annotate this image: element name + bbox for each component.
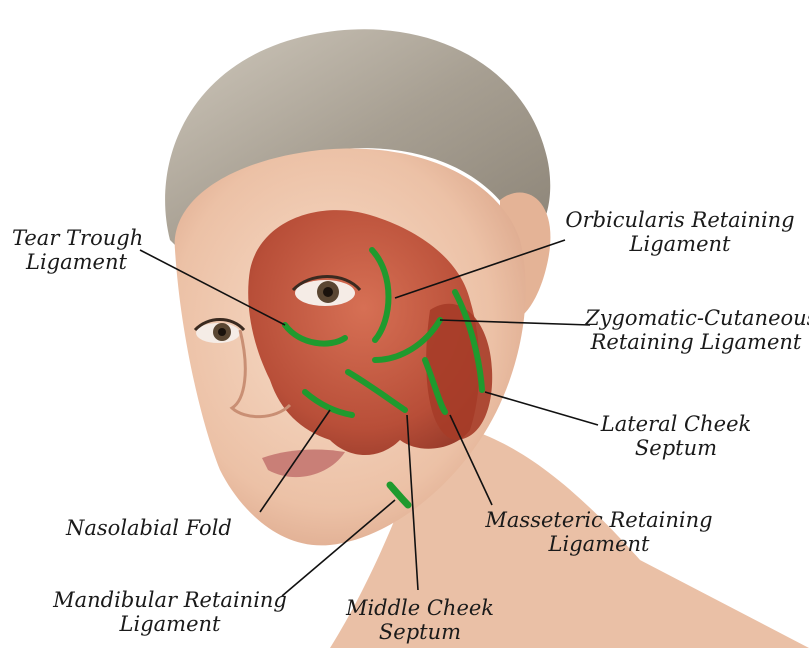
label-line: Ligament — [484, 532, 714, 556]
label-line: Ligament — [50, 612, 290, 636]
label-line: Orbicularis Retaining — [560, 208, 800, 232]
label-zygomatic-cutaneous-ligament: Zygomatic-Cutaneous Retaining Ligament — [585, 306, 807, 354]
leader-lateral-cheek — [485, 392, 598, 425]
label-mandibular-retaining-ligament: Mandibular Retaining Ligament — [50, 588, 290, 636]
label-tear-trough-ligament: Tear Trough Ligament — [12, 226, 143, 274]
label-line: Lateral Cheek — [596, 412, 756, 436]
label-line: Tear Trough — [12, 226, 143, 250]
label-line: Retaining Ligament — [585, 330, 807, 354]
label-line: Ligament — [12, 250, 143, 274]
label-orbicularis-retaining-ligament: Orbicularis Retaining Ligament — [560, 208, 800, 256]
label-middle-cheek-septum: Middle Cheek Septum — [340, 596, 500, 644]
label-line: Septum — [596, 436, 756, 460]
label-line: Masseteric Retaining — [484, 508, 714, 532]
label-masseteric-retaining-ligament: Masseteric Retaining Ligament — [484, 508, 714, 556]
label-line: Ligament — [560, 232, 800, 256]
label-line: Middle Cheek — [340, 596, 500, 620]
label-lateral-cheek-septum: Lateral Cheek Septum — [596, 412, 756, 460]
label-line: Zygomatic-Cutaneous — [585, 306, 807, 330]
label-line: Mandibular Retaining — [50, 588, 290, 612]
label-nasolabial-fold: Nasolabial Fold — [66, 516, 232, 540]
label-line: Septum — [340, 620, 500, 644]
label-line: Nasolabial Fold — [66, 516, 232, 540]
